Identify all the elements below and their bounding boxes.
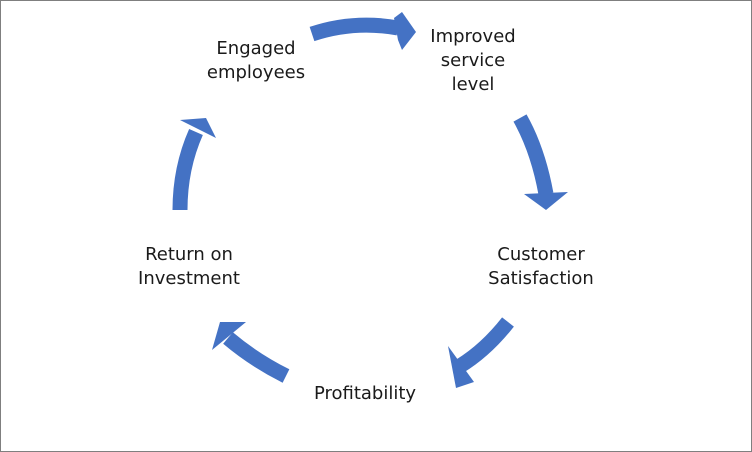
node-improved-service-level: Improved service level <box>413 25 533 97</box>
arrow-service-to-customer <box>513 114 568 210</box>
node-return-on-investment: Return on Investment <box>121 243 257 291</box>
node-label-line: Customer <box>497 244 585 265</box>
node-label-line: Return on <box>145 244 233 265</box>
node-label-line: service <box>440 50 506 71</box>
arrow-customer-to-profit <box>448 317 514 388</box>
node-label-line: Engaged <box>216 38 296 59</box>
node-customer-satisfaction: Customer Satisfaction <box>471 243 611 291</box>
node-label-line: level <box>451 74 495 95</box>
node-label-line: Profitability <box>313 383 417 404</box>
node-label-line: Investment <box>138 268 240 289</box>
node-label-line: employees <box>206 62 306 83</box>
node-engaged-employees: Engaged employees <box>194 37 318 85</box>
node-label-line: Satisfaction <box>488 268 594 289</box>
arrow-profit-to-roi <box>212 322 290 383</box>
node-profitability: Profitability <box>295 382 435 406</box>
node-label-line: Improved <box>430 26 516 47</box>
arrow-roi-to-engaged <box>172 118 216 211</box>
arrow-engaged-to-service <box>309 12 416 50</box>
